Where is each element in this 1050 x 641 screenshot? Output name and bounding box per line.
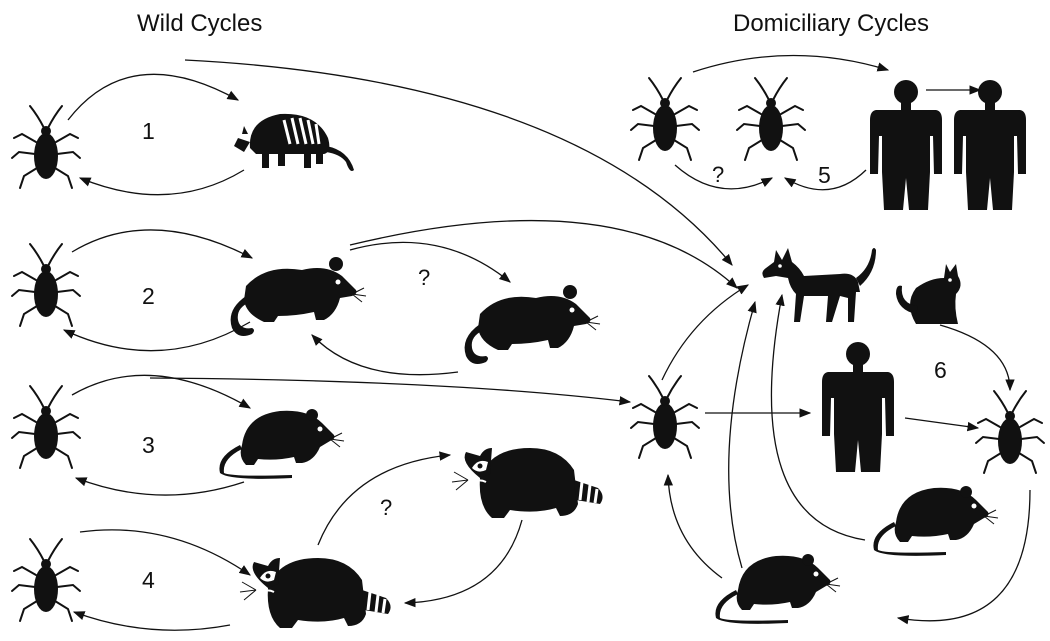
rodent-icon bbox=[873, 486, 998, 556]
triatomine-bug-icon bbox=[737, 78, 805, 160]
unknown-transmission-marker: ? bbox=[418, 265, 430, 291]
triatomine-bug-icon bbox=[12, 539, 80, 621]
human-icon bbox=[870, 80, 942, 210]
cat-icon bbox=[896, 264, 961, 324]
triatomine-bug-icon bbox=[631, 78, 699, 160]
raccoon-icon bbox=[240, 558, 391, 628]
unknown-transmission-marker: ? bbox=[712, 162, 724, 188]
cycle-label-4: 4 bbox=[142, 567, 155, 594]
triatomine-bug-icon bbox=[12, 244, 80, 326]
opossum-icon bbox=[465, 285, 600, 364]
raccoon-icon bbox=[452, 448, 603, 518]
triatomine-bug-icon bbox=[12, 386, 80, 468]
cycle-label-1: 1 bbox=[142, 118, 155, 145]
cycle-label-5: 5 bbox=[818, 162, 831, 189]
domiciliary-cycles-title: Domiciliary Cycles bbox=[733, 10, 929, 38]
opossum-icon bbox=[231, 257, 366, 336]
cycle-label-2: 2 bbox=[142, 283, 155, 310]
human-icon bbox=[954, 80, 1026, 210]
armadillo-icon bbox=[234, 114, 354, 171]
triatomine-bug-icon bbox=[976, 391, 1044, 473]
unknown-transmission-marker: ? bbox=[380, 495, 392, 521]
cycle-label-3: 3 bbox=[142, 432, 155, 459]
cycle-label-6: 6 bbox=[934, 357, 947, 384]
wild-cycles-title: Wild Cycles bbox=[137, 10, 262, 38]
triatomine-bug-icon bbox=[631, 376, 699, 458]
human-icon bbox=[822, 342, 894, 472]
rodent-icon bbox=[715, 554, 840, 624]
rodent-icon bbox=[219, 409, 344, 479]
